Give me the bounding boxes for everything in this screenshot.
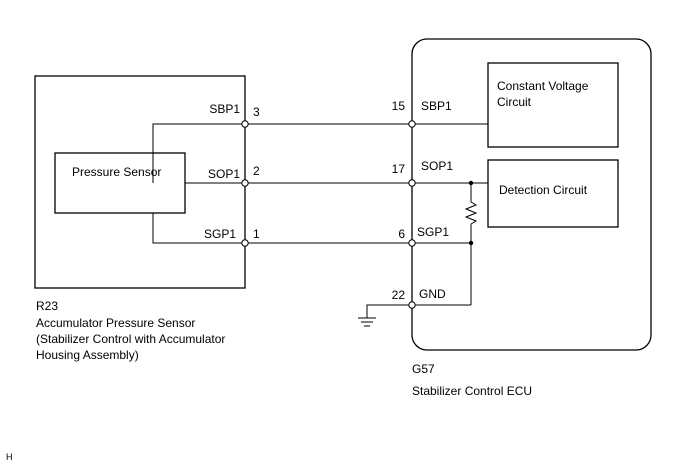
constant-voltage-label-line2: Circuit (497, 95, 532, 109)
ecu-pin-signal-sop1: SOP1 (421, 159, 453, 173)
sensor-terminal-2 (241, 179, 249, 187)
wire-sbp1 (152, 123, 488, 183)
ecu-pin-number-6: 6 (398, 227, 405, 241)
resistor-icon (464, 201, 478, 225)
sensor-pin-signal-sgp1: SGP1 (204, 227, 236, 241)
ecu-pin-signal-gnd: GND (419, 287, 446, 301)
ecu-pin-signal-sbp1: SBP1 (421, 99, 452, 113)
sensor-desc-line1: (Stabilizer Control with Accumulator (36, 332, 225, 346)
sensor-ref: R23 (36, 299, 58, 313)
ecu-ref: G57 (412, 362, 435, 376)
ecu-name: Stabilizer Control ECU (412, 384, 532, 398)
ecu-terminal-22 (408, 301, 416, 309)
ecu-pin-number-15: 15 (392, 99, 406, 113)
sensor-pin-number-3: 3 (253, 105, 260, 119)
ground-wire (366, 304, 412, 318)
detection-circuit-block (487, 159, 619, 228)
ecu-terminal-6 (408, 239, 416, 247)
constant-voltage-block (487, 62, 619, 148)
junction-dot-sgp1 (468, 240, 474, 246)
footer-mark: H (6, 452, 13, 462)
pressure-sensor-block (54, 152, 186, 214)
sensor-desc-line2: Housing Assembly) (36, 348, 139, 362)
wire-sgp1 (152, 213, 471, 244)
ecu-pin-signal-sgp1: SGP1 (417, 225, 449, 239)
pressure-sensor-label: Pressure Sensor (72, 165, 161, 179)
sensor-pin-signal-sbp1: SBP1 (209, 102, 240, 116)
ecu-terminal-15 (408, 120, 416, 128)
sensor-pin-signal-sop1: SOP1 (208, 167, 240, 181)
detection-circuit-label: Detection Circuit (499, 183, 588, 197)
ecu-pin-number-17: 17 (392, 162, 406, 176)
ground-icon (358, 317, 376, 327)
sensor-pin-number-1: 1 (253, 227, 260, 241)
ecu-pin-number-22: 22 (392, 288, 406, 302)
sensor-terminal-1 (241, 239, 249, 247)
constant-voltage-label-line1: Constant Voltage (497, 79, 589, 93)
ecu-terminal-17 (408, 179, 416, 187)
junction-dot-sop1 (468, 180, 474, 186)
ecu-outline (411, 38, 652, 351)
sensor-name: Accumulator Pressure Sensor (36, 316, 195, 330)
sensor-pin-number-2: 2 (253, 164, 260, 178)
sensor-terminal-3 (241, 120, 249, 128)
